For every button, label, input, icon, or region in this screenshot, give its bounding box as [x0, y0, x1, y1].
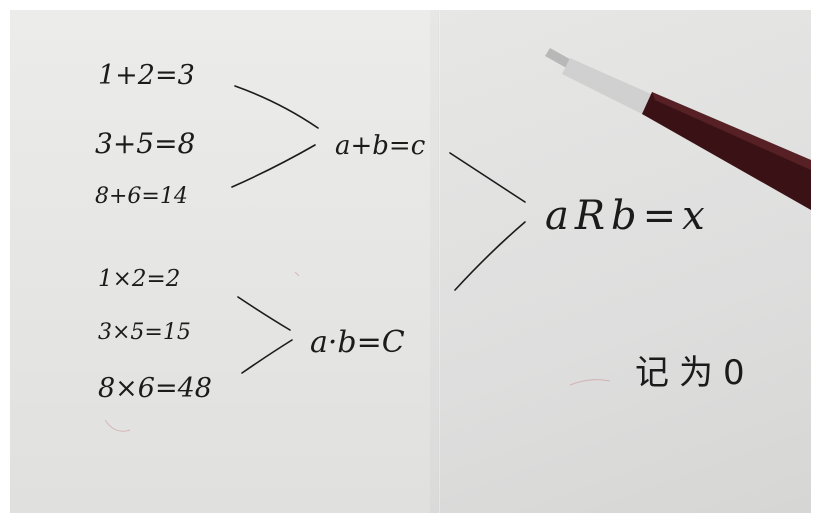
equation-1-plus-2: 1+2=3 — [98, 60, 195, 91]
equation-1-times-2: 1×2=2 — [98, 266, 181, 292]
red-mark-1 — [104, 419, 131, 432]
equation-8-times-6: 8×6=48 — [98, 373, 212, 404]
bracket-stroke-mult-bottom — [241, 339, 293, 374]
bracket-stroke-mult-top — [237, 296, 291, 331]
photo: 1+2=3 3+5=8 8+6=14 a+b=c 1×2=2 3×5=15 8×… — [10, 10, 811, 513]
equation-3-plus-5: 3+5=8 — [95, 127, 196, 160]
red-mark-3 — [569, 379, 611, 386]
equation-3-times-5: 3×5=15 — [98, 320, 191, 345]
arrow-stroke-lower — [454, 221, 526, 291]
pen-highlight — [652, 92, 811, 170]
chinese-note: 记为0 — [635, 353, 755, 393]
ink-strokes-and-pen — [104, 48, 811, 432]
equation-8-plus-6: 8+6=14 — [95, 184, 188, 209]
pen-body — [642, 92, 811, 210]
general-relation: aRb=x — [545, 193, 711, 239]
fountain-pen — [545, 48, 811, 210]
multiplication-generalization: a·b=C — [310, 325, 405, 360]
bracket-stroke-bottom — [231, 144, 316, 188]
paper-sheet-left — [10, 10, 440, 513]
addition-generalization: a+b=c — [335, 131, 426, 161]
pen-metal-grip — [562, 58, 660, 118]
bracket-stroke-top — [234, 85, 319, 129]
arrow-stroke-upper — [449, 152, 526, 203]
red-mark-2 — [294, 271, 300, 277]
paper-fold — [438, 10, 440, 513]
